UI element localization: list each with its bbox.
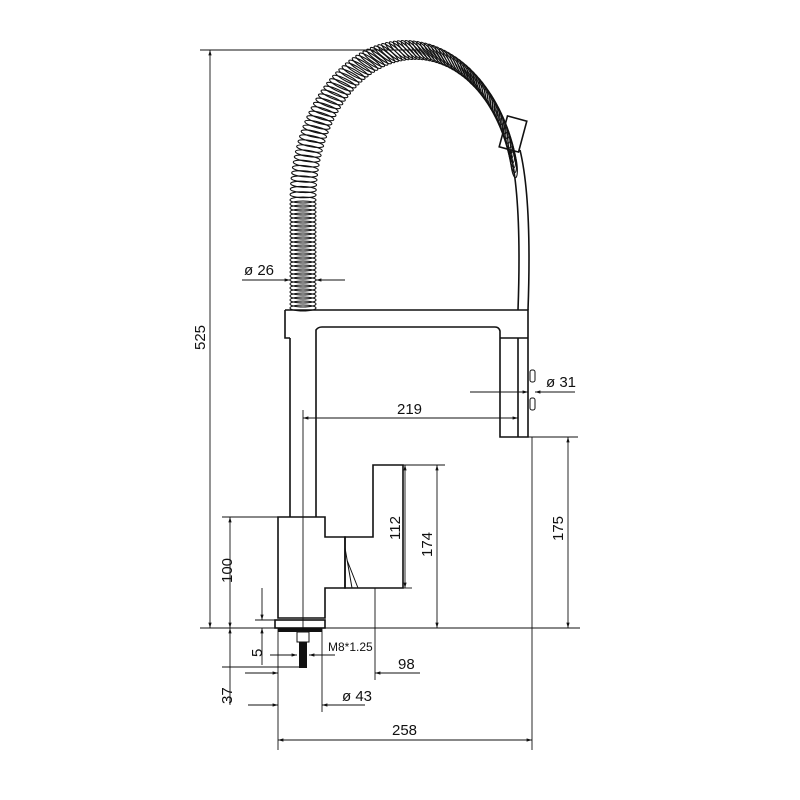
coil-loop xyxy=(300,129,328,139)
coil-loop xyxy=(297,139,325,149)
coil-loop xyxy=(289,212,317,220)
coil-loop xyxy=(366,48,389,66)
coil-loop xyxy=(310,106,337,118)
dim-175: 175 xyxy=(550,516,567,541)
coil-loop xyxy=(299,134,326,144)
coil-loop xyxy=(332,74,357,89)
coil-loop xyxy=(289,204,317,212)
coil-loop xyxy=(291,164,319,173)
coil-loop xyxy=(320,89,346,102)
spring-coil xyxy=(289,39,518,312)
coil-loop xyxy=(289,244,317,252)
coil-loop xyxy=(308,110,335,122)
coil-loop xyxy=(289,280,317,288)
coil-loop xyxy=(289,292,317,300)
coil-loop xyxy=(306,115,333,126)
coil-loop xyxy=(290,175,318,183)
coil-loop xyxy=(289,200,317,208)
coil-loop xyxy=(289,288,317,296)
coil-loop xyxy=(289,260,317,268)
coil-loop xyxy=(335,71,360,86)
coil-loop xyxy=(289,264,317,272)
coil-loop xyxy=(315,97,341,110)
coil-loop xyxy=(358,52,382,69)
coil-loop xyxy=(289,248,317,256)
coil-loop xyxy=(289,228,317,236)
coil-loop xyxy=(304,119,331,130)
coil-loop xyxy=(290,180,318,188)
dim-98: 98 xyxy=(398,656,415,673)
coil-loop xyxy=(289,220,317,228)
coil-loop xyxy=(289,252,317,260)
coil-loop xyxy=(329,78,354,92)
coil-loop xyxy=(317,93,344,106)
coil-loop xyxy=(289,300,317,308)
coil-loop xyxy=(291,170,319,178)
coil-loop xyxy=(289,196,317,204)
coil-loop xyxy=(294,149,322,158)
thread-label: M8*1.25 xyxy=(328,640,373,654)
dim-diameter-26: ø 26 xyxy=(244,262,274,279)
coil-loop xyxy=(289,185,317,194)
coil-loop xyxy=(362,50,386,68)
coil-loop xyxy=(296,144,323,153)
coil-loop xyxy=(289,240,317,248)
coil-loop xyxy=(341,65,366,80)
dim-174: 174 xyxy=(419,532,436,557)
coil-loop xyxy=(289,224,317,232)
coil-loop xyxy=(312,101,339,114)
dim-diameter-31: ø 31 xyxy=(546,374,576,391)
coil-loop xyxy=(302,124,329,135)
coil-loop xyxy=(289,296,317,304)
coil-loop xyxy=(348,59,372,76)
coil-loop xyxy=(289,272,317,280)
coil-loop xyxy=(292,159,320,168)
coil-loop xyxy=(344,62,369,78)
dim-5: 5 xyxy=(249,649,266,657)
coil-loop xyxy=(369,46,392,65)
coil-loop xyxy=(293,154,321,163)
dim-112: 112 xyxy=(387,516,404,540)
coil-loop xyxy=(289,284,317,292)
coil-loop xyxy=(351,57,376,73)
dim-525: 525 xyxy=(192,325,209,350)
coil-loop xyxy=(326,81,352,95)
coil-loop xyxy=(355,54,379,71)
coil-loop xyxy=(289,191,317,199)
coil-loop xyxy=(289,208,317,216)
dim-100: 100 xyxy=(219,558,236,583)
coil-loop xyxy=(289,232,317,240)
dim-258: 258 xyxy=(392,722,417,739)
coil-loop xyxy=(289,216,317,224)
coil-loop xyxy=(338,68,363,83)
coil-loop xyxy=(289,236,317,244)
dimension-lines xyxy=(200,49,578,750)
coil-loop xyxy=(323,85,349,99)
dim-37: 37 xyxy=(219,687,236,704)
dim-diameter-43: ø 43 xyxy=(342,688,372,705)
coil-loop xyxy=(289,304,317,312)
dim-219: 219 xyxy=(397,401,422,418)
coil-loop xyxy=(289,256,317,264)
coil-loop xyxy=(289,268,317,276)
